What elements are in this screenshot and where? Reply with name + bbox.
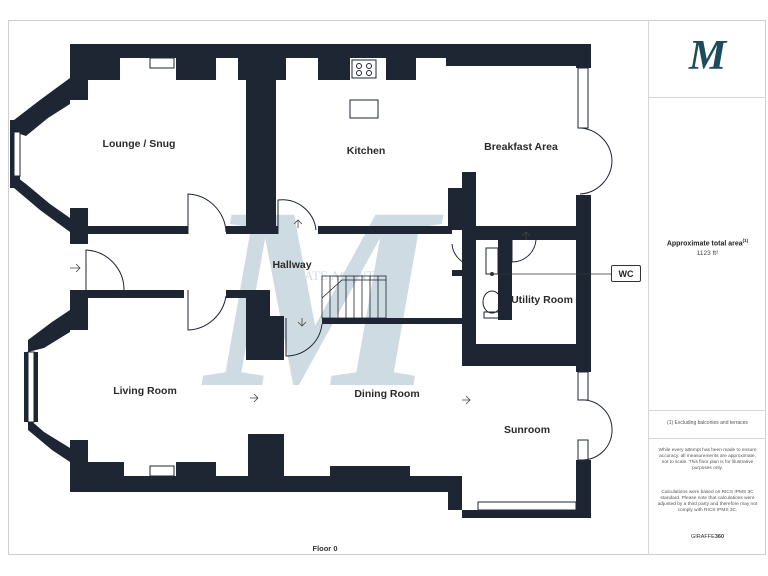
company-logo: M bbox=[688, 33, 727, 79]
label-kitchen: Kitchen bbox=[347, 145, 386, 157]
plan-frame bbox=[8, 20, 766, 555]
floor-plan: M ESTATE AGENTS bbox=[10, 44, 613, 553]
calculation-note: Calculations were based on RICS IPMS 3C … bbox=[657, 490, 758, 513]
entry-arrows bbox=[70, 219, 531, 405]
label-lounge: Lounge / Snug bbox=[103, 138, 176, 150]
watermark-text: ESTATE AGENTS bbox=[282, 268, 382, 283]
fixtures bbox=[349, 59, 502, 319]
area-title: Approximate total area(1) bbox=[666, 238, 749, 248]
disclaimer-text: While every attempt has been made to ens… bbox=[658, 448, 757, 471]
area-value: 1123 ft² bbox=[696, 250, 719, 257]
label-dining: Dining Room bbox=[354, 388, 419, 400]
label-utility: Utility Room bbox=[511, 294, 573, 306]
stairs bbox=[321, 275, 387, 319]
label-sunroom: Sunroom bbox=[504, 424, 550, 436]
label-living: Living Room bbox=[113, 385, 177, 397]
divider bbox=[649, 438, 766, 439]
footnote: (1) Excluding balconies and terraces bbox=[667, 420, 748, 426]
info-panel: M Approximate total area(1) 1123 ft² (1)… bbox=[648, 20, 766, 555]
label-breakfast: Breakfast Area bbox=[484, 141, 558, 153]
floor-label: Floor 0 bbox=[312, 544, 337, 553]
walls bbox=[10, 44, 591, 518]
divider bbox=[649, 97, 766, 98]
divider bbox=[649, 410, 766, 411]
label-hallway: Hallway bbox=[272, 259, 311, 271]
windows bbox=[13, 57, 589, 511]
brand-mark: GIRAFFE360 bbox=[690, 534, 725, 540]
wc-callout: WC bbox=[611, 265, 641, 282]
doors bbox=[85, 127, 613, 461]
area-title-sup: (1) bbox=[742, 238, 749, 243]
